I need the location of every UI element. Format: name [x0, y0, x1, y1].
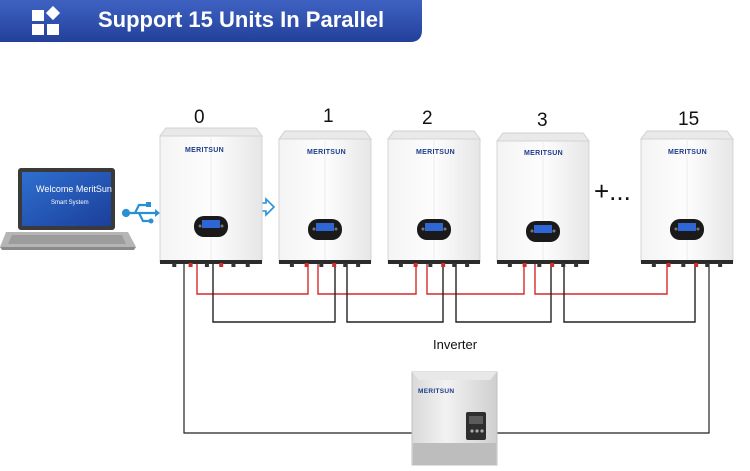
negative-wire: [212, 264, 696, 323]
unit-label-1: 1: [323, 106, 334, 127]
terminal: [694, 263, 699, 267]
terminal: [231, 263, 236, 267]
title-banner: Support 15 Units In Parallel: [0, 0, 422, 42]
positive-wire: [196, 264, 668, 295]
terminal: [332, 263, 337, 267]
battery-cabinet-1: [278, 130, 372, 267]
more-units-ellipsis: +...: [594, 176, 631, 206]
terminal: [219, 263, 224, 267]
battery-cabinet-0: [159, 127, 263, 267]
battery-cabinet-2: [387, 130, 481, 267]
unit-brand-0: MERITSUN: [185, 147, 224, 154]
lcd-screen: [425, 223, 443, 231]
terminal: [398, 263, 403, 267]
lcd-screen: [534, 225, 552, 233]
laptop: [0, 168, 136, 250]
terminal: [356, 263, 361, 267]
terminal: [452, 263, 457, 267]
unit-brand-15: MERITSUN: [668, 149, 707, 156]
lcd-screen: [678, 223, 696, 231]
terminal: [204, 263, 209, 267]
page-title: Support 15 Units In Parallel: [98, 7, 385, 32]
terminal: [550, 263, 555, 267]
terminal: [319, 263, 324, 267]
terminal: [465, 263, 470, 267]
terminal: [343, 263, 348, 267]
terminal: [705, 263, 710, 267]
terminal: [574, 263, 579, 267]
unit-label-0: 0: [194, 107, 205, 128]
terminal: [651, 263, 656, 267]
terminal: [681, 263, 686, 267]
unit-brand-2: MERITSUN: [416, 149, 455, 156]
terminal: [441, 263, 446, 267]
terminal: [172, 263, 177, 267]
terminal-strip: [641, 260, 733, 264]
laptop-welcome-text: Welcome MeritSun: [36, 184, 112, 194]
terminal-strip: [279, 260, 371, 264]
terminal: [188, 263, 193, 267]
terminal: [304, 263, 309, 267]
inverter-label: Inverter: [433, 337, 478, 352]
grid-logo-icon: [32, 6, 61, 35]
inverter-brand: MERITSUN: [418, 388, 455, 395]
unit-label-15: 15: [678, 109, 700, 130]
terminal: [245, 263, 250, 267]
terminal-strip: [497, 260, 589, 264]
lcd-screen: [316, 223, 334, 231]
terminal: [507, 263, 512, 267]
unit-label-3: 3: [537, 110, 548, 131]
terminal: [522, 263, 527, 267]
battery-cabinet-15: [640, 130, 734, 267]
inverter-device: [411, 371, 498, 466]
inverter-wire: [183, 264, 710, 434]
terminal: [561, 263, 566, 267]
terminal: [718, 263, 723, 267]
terminal: [666, 263, 671, 267]
usb-icon: [121, 202, 160, 224]
laptop-subtitle: Smart System: [51, 200, 89, 206]
terminal-strip: [160, 260, 262, 264]
battery-cabinet-3: [496, 132, 590, 267]
unit-brand-3: MERITSUN: [524, 150, 563, 157]
terminal: [428, 263, 433, 267]
banner-shape: [0, 0, 422, 42]
lcd-screen: [202, 220, 220, 228]
unit-label-2: 2: [422, 108, 433, 129]
terminal: [289, 263, 294, 267]
terminal: [413, 263, 418, 267]
terminal: [537, 263, 542, 267]
unit-brand-1: MERITSUN: [307, 149, 346, 156]
terminal-strip: [388, 260, 480, 264]
